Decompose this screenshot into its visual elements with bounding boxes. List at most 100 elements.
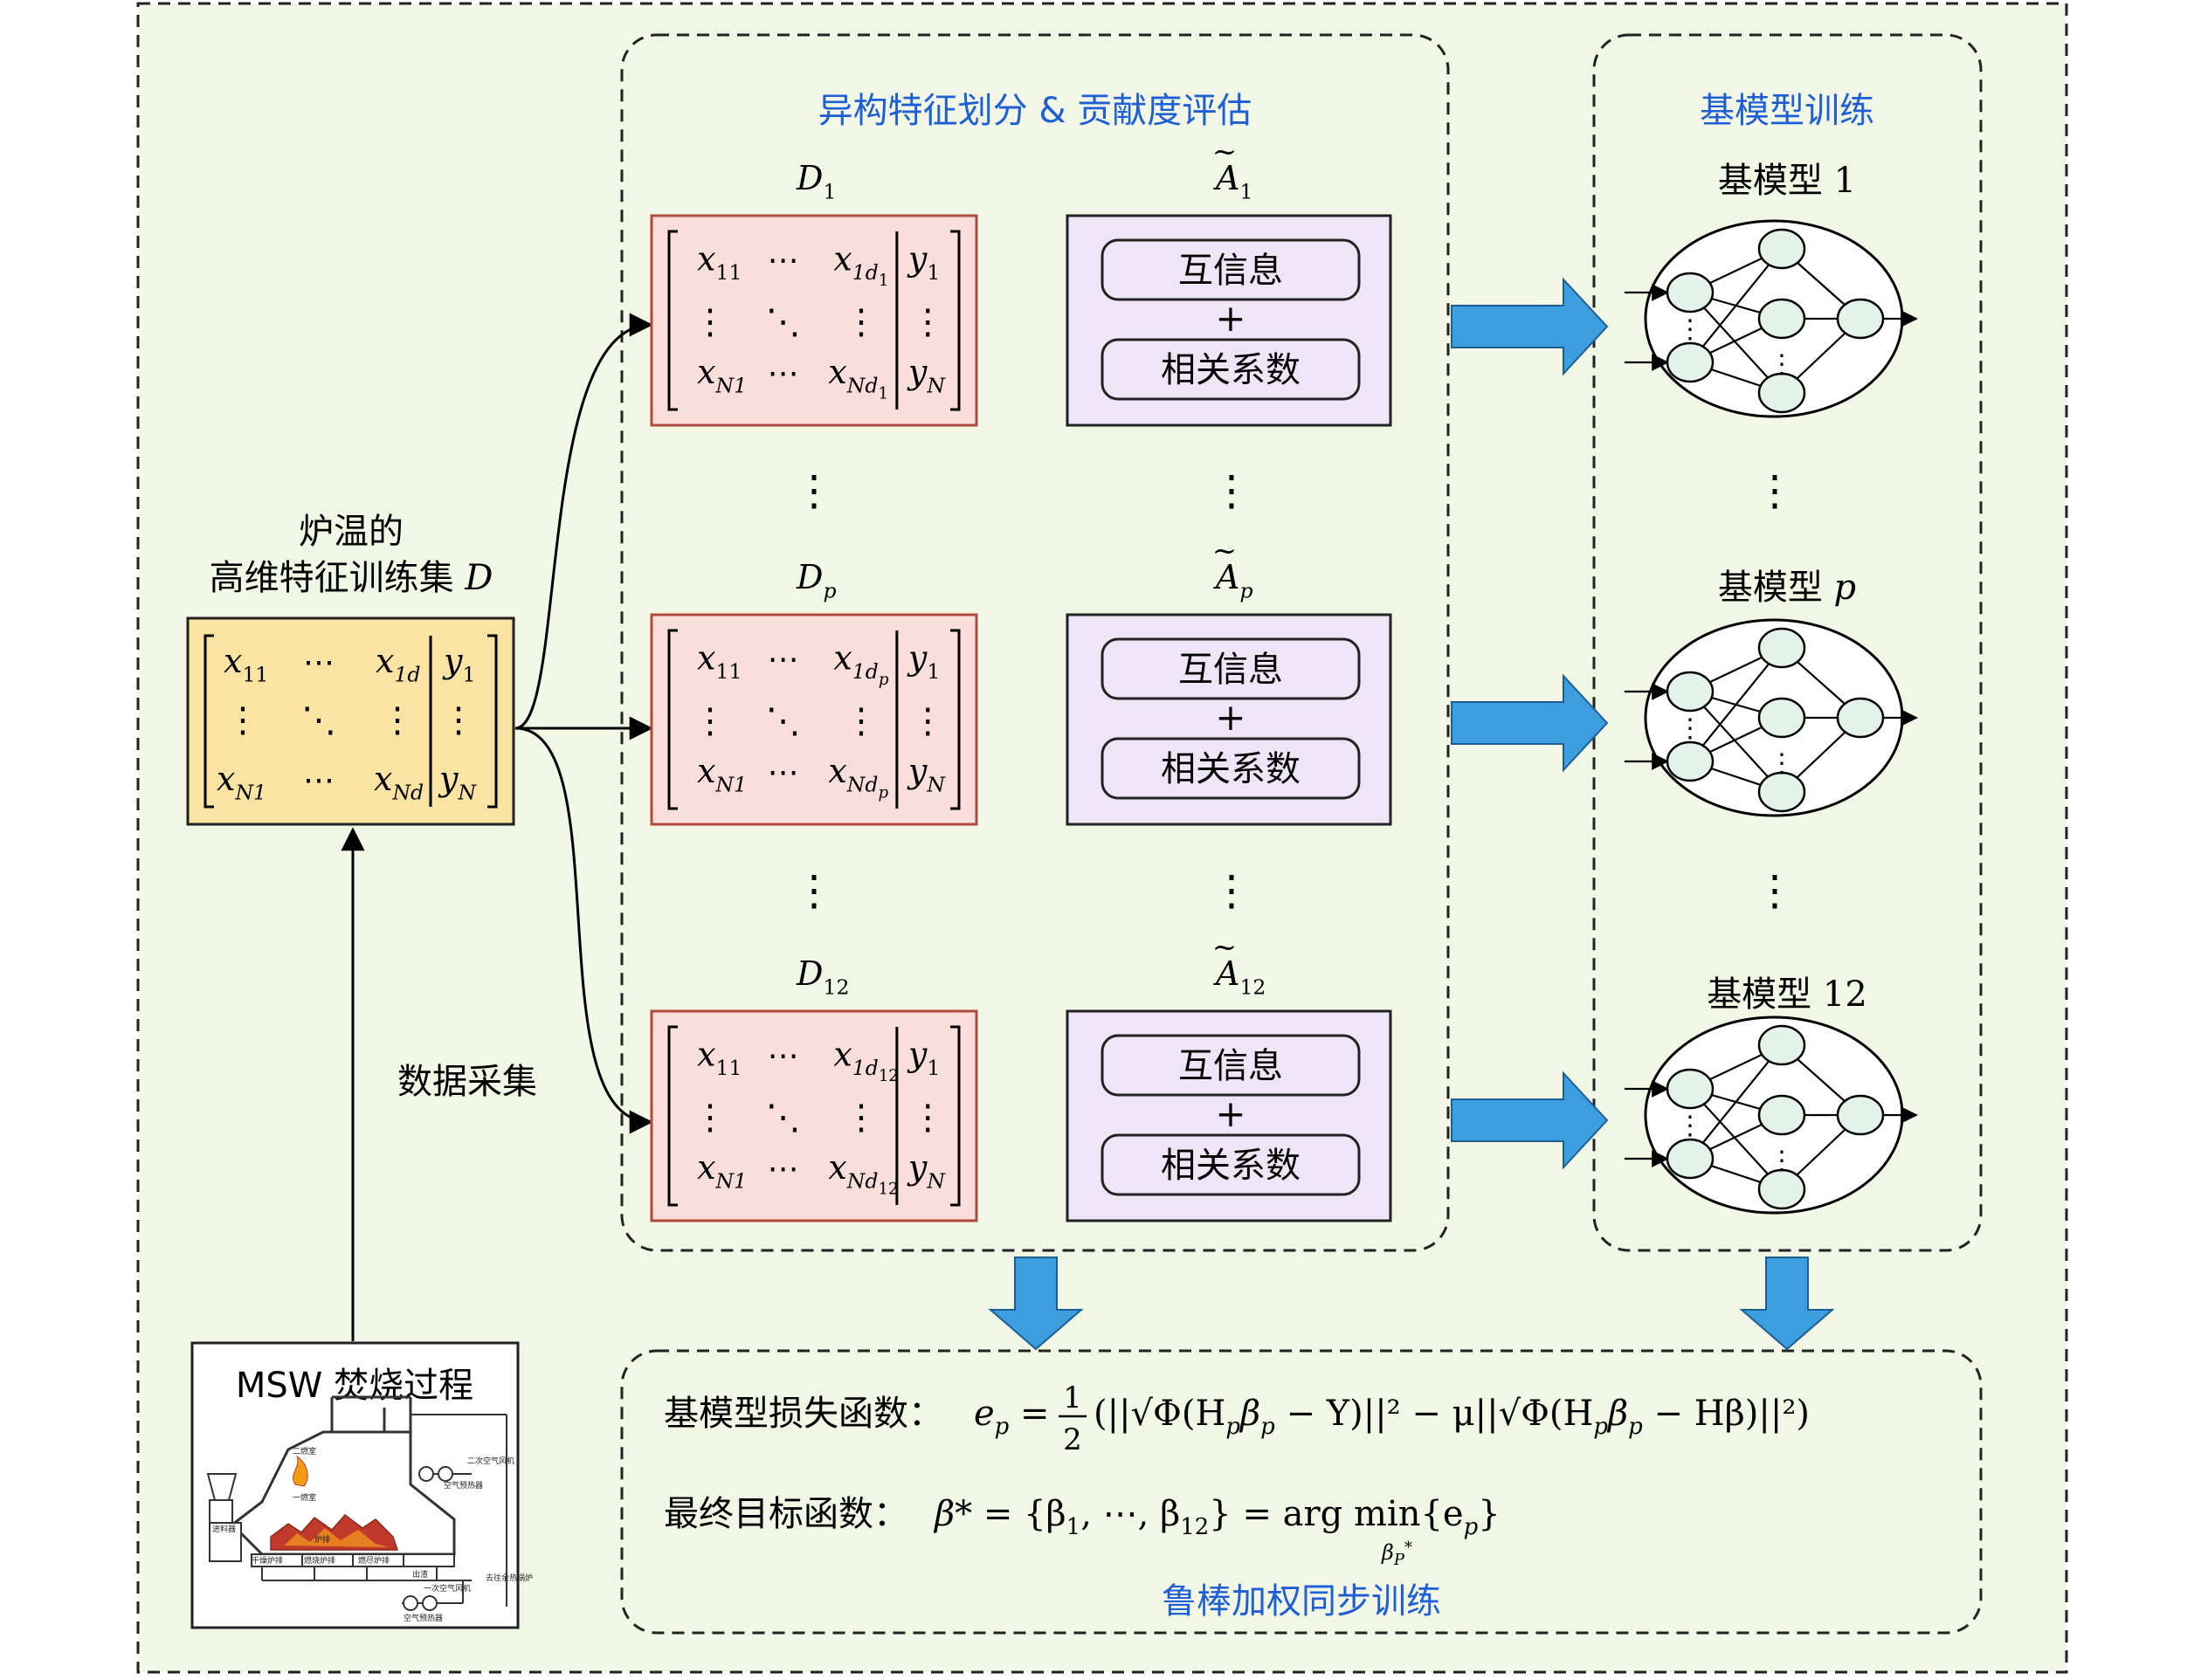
cell-x1d: x1d1: [833, 239, 888, 289]
network-node: [1757, 1168, 1806, 1210]
network-node: [1666, 1138, 1715, 1180]
plant-label: 燃尽炉排: [358, 1555, 390, 1566]
vertical-ellipsis: ⋮: [1211, 866, 1252, 915]
input-label-text: 高维特征训练集: [210, 558, 454, 598]
vertical-ellipsis: ⋮: [1754, 466, 1796, 515]
input-matrix-box: [186, 616, 515, 826]
loss-label: 基模型损失函数：: [664, 1394, 943, 1434]
node-ellipsis: ⋮: [1769, 748, 1795, 779]
base-model-label: 基模型 1: [1718, 161, 1856, 201]
loss-formula: ep =: [974, 1394, 1050, 1440]
cc-box: [1100, 338, 1361, 401]
cell-xNd: xNd1: [828, 353, 888, 403]
cell-ddots: ⋱: [766, 1098, 801, 1138]
base-model-12: 基模型 12 ⋮ ⋮: [1625, 974, 1918, 1215]
cell-vdots: ⋮: [441, 700, 476, 740]
cell-ddots: ⋱: [766, 701, 801, 741]
block-arrow-right: [1451, 1071, 1609, 1170]
score-label: A12: [1213, 954, 1266, 1000]
plant-label: 去往余热锅炉: [486, 1573, 533, 1583]
cell-y1: y1: [442, 642, 475, 687]
cell-vdots: ⋮: [225, 700, 260, 740]
base-model-section-frame: [1592, 33, 1983, 1252]
base-model-label: 基模型 12: [1707, 974, 1867, 1015]
network-node: [1757, 298, 1806, 340]
cell-vdots: ⋮: [844, 1098, 879, 1138]
cell-cdots: ⋯: [303, 644, 335, 680]
feature-section-frame: [620, 33, 1450, 1252]
plant-label: 进料器: [212, 1524, 236, 1534]
cell-xNd: xNd: [374, 760, 424, 805]
cell-vdots: ⋮: [693, 1098, 728, 1138]
mi-label: 互信息: [1178, 650, 1283, 690]
network-node: [1666, 341, 1715, 383]
cell-x11: x11: [697, 638, 742, 684]
node-ellipsis: ⋮: [1677, 314, 1703, 345]
score-group-12: A12~互信息+相关系数: [1066, 930, 1392, 1222]
plant-label: 燃烧炉排: [304, 1555, 335, 1566]
cell-x1d: x1d: [376, 642, 421, 687]
vertical-ellipsis: ⋮: [1754, 866, 1796, 915]
matrix-box: [650, 1009, 978, 1222]
cell-yN: yN: [907, 353, 946, 398]
branch-arrow-1: [514, 313, 653, 730]
cell-yN: yN: [907, 1148, 946, 1194]
node-ellipsis: ⋮: [1769, 1146, 1795, 1176]
feature-section-title: 异构特征划分 & 贡献度评估: [818, 91, 1252, 131]
argmin-subscript: βP*: [1381, 1539, 1412, 1569]
cell-x11: x11: [697, 239, 742, 285]
cell-vdots: ⋮: [910, 302, 945, 342]
base-model-label: 基模型 p: [1718, 568, 1856, 608]
cell-yN: yN: [438, 760, 477, 805]
subset-label: Dp: [796, 558, 837, 603]
base-model-p: 基模型 p ⋮ ⋮: [1625, 568, 1918, 817]
cell-y1: y1: [907, 239, 940, 285]
plant-label: 一次空气风机: [424, 1583, 471, 1594]
plus-sign: +: [1215, 696, 1245, 739]
cell-xNd: xNdp: [828, 752, 888, 802]
node-ellipsis: ⋮: [1769, 349, 1795, 380]
mi-label: 互信息: [1178, 1046, 1283, 1086]
vertical-ellipsis: ⋮: [793, 866, 835, 915]
cc-label: 相关系数: [1161, 1146, 1301, 1186]
cell-cdots: ⋯: [768, 242, 799, 278]
block-arrow-right: [1451, 277, 1609, 376]
cell-vdots: ⋮: [380, 700, 415, 740]
node-ellipsis: ⋮: [1677, 1111, 1703, 1141]
plus-sign: +: [1215, 1092, 1245, 1135]
objective-label: 最终目标函数：: [664, 1494, 908, 1534]
matrix-box: [650, 214, 978, 427]
network-node: [1666, 740, 1715, 782]
network-node: [1757, 771, 1806, 813]
ensemble-section-title: 鲁棒加权同步训练: [1162, 1581, 1441, 1621]
base-model-1: 基模型 1 ⋮ ⋮: [1625, 161, 1918, 418]
subset-label: D1: [796, 159, 836, 204]
plant-label: 空气预热器: [444, 1480, 483, 1491]
network-node: [1666, 1068, 1715, 1110]
vertical-ellipsis: ⋮: [793, 466, 835, 515]
cell-xN1: xN1: [217, 760, 266, 805]
frac-num: 1: [1063, 1380, 1082, 1415]
block-arrow-down: [1739, 1257, 1835, 1351]
cc-label: 相关系数: [1161, 749, 1301, 789]
cc-box: [1100, 1133, 1361, 1196]
plant-label: 炉排: [314, 1534, 330, 1545]
ensemble-section-frame: [620, 1349, 1983, 1635]
plus-sign: +: [1215, 297, 1245, 340]
cell-yN: yN: [907, 752, 946, 797]
cc-label: 相关系数: [1161, 350, 1301, 390]
cell-x11: x11: [697, 1035, 742, 1080]
cell-y1: y1: [907, 638, 940, 684]
cell-vdots: ⋮: [693, 302, 728, 342]
cell-vdots: ⋮: [844, 701, 879, 741]
cell-vdots: ⋮: [910, 1098, 945, 1138]
score-group-p: Ap~互信息+相关系数: [1066, 534, 1392, 826]
plant-label: 二燃室: [293, 1446, 316, 1456]
network-node: [1757, 1094, 1806, 1136]
node-ellipsis: ⋮: [1677, 713, 1703, 744]
cell-ddots: ⋱: [301, 700, 336, 740]
msw-title: MSW 焚烧过程: [236, 1366, 473, 1406]
